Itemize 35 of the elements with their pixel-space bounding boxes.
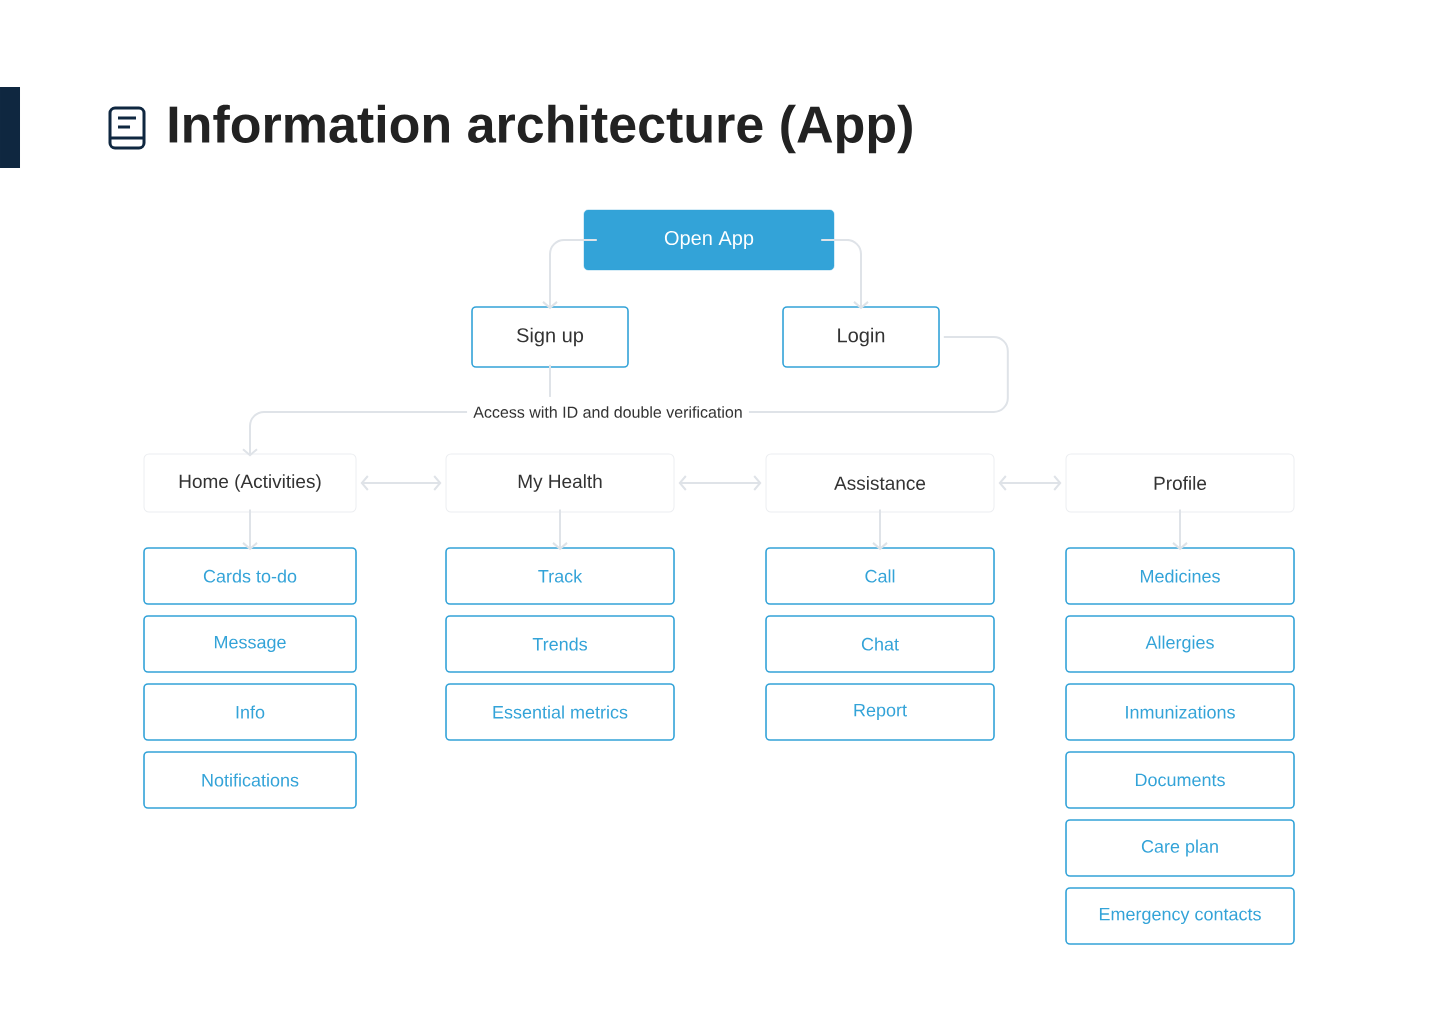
screen-box: Emergency contacts — [1065, 887, 1295, 945]
screen-box: Cards to-do — [143, 547, 357, 605]
auth-box: Login — [782, 306, 940, 368]
arrow — [242, 411, 469, 457]
arrow — [998, 475, 1062, 491]
screen-box: Allergies — [1065, 615, 1295, 673]
section-card: Profile — [1065, 453, 1295, 513]
screen-box: Report — [765, 683, 995, 741]
screen-box: Track — [445, 547, 675, 605]
arrow — [1172, 508, 1188, 551]
screen-box: Call — [765, 547, 995, 605]
step-label: Access with ID and double verification — [467, 400, 749, 424]
arrow — [360, 475, 442, 491]
arrow — [242, 508, 258, 551]
screen-box: Care plan — [1065, 819, 1295, 877]
screen-box: Medicines — [1065, 547, 1295, 605]
screen-box: Notifications — [143, 751, 357, 809]
screen-box: Chat — [765, 615, 995, 673]
title: Information architecture (App) — [169, 104, 912, 154]
screen-box: Trends — [445, 615, 675, 673]
screen-box: Info — [143, 683, 357, 741]
arrow — [820, 239, 869, 310]
arrow — [552, 508, 568, 551]
arrow — [872, 508, 888, 551]
screen-box: Message — [143, 615, 357, 673]
section-card: Assistance — [765, 453, 995, 513]
start-button: Open App — [583, 209, 835, 271]
screen-box: Inmunizations — [1065, 683, 1295, 741]
section-card: My Health — [445, 453, 675, 513]
section-card: Home (Activities) — [143, 453, 357, 513]
screen-box: Documents — [1065, 751, 1295, 809]
arrow — [678, 475, 762, 491]
arrow — [542, 239, 598, 310]
screen-box: Essential metrics — [445, 683, 675, 741]
auth-box: Sign up — [471, 306, 629, 368]
